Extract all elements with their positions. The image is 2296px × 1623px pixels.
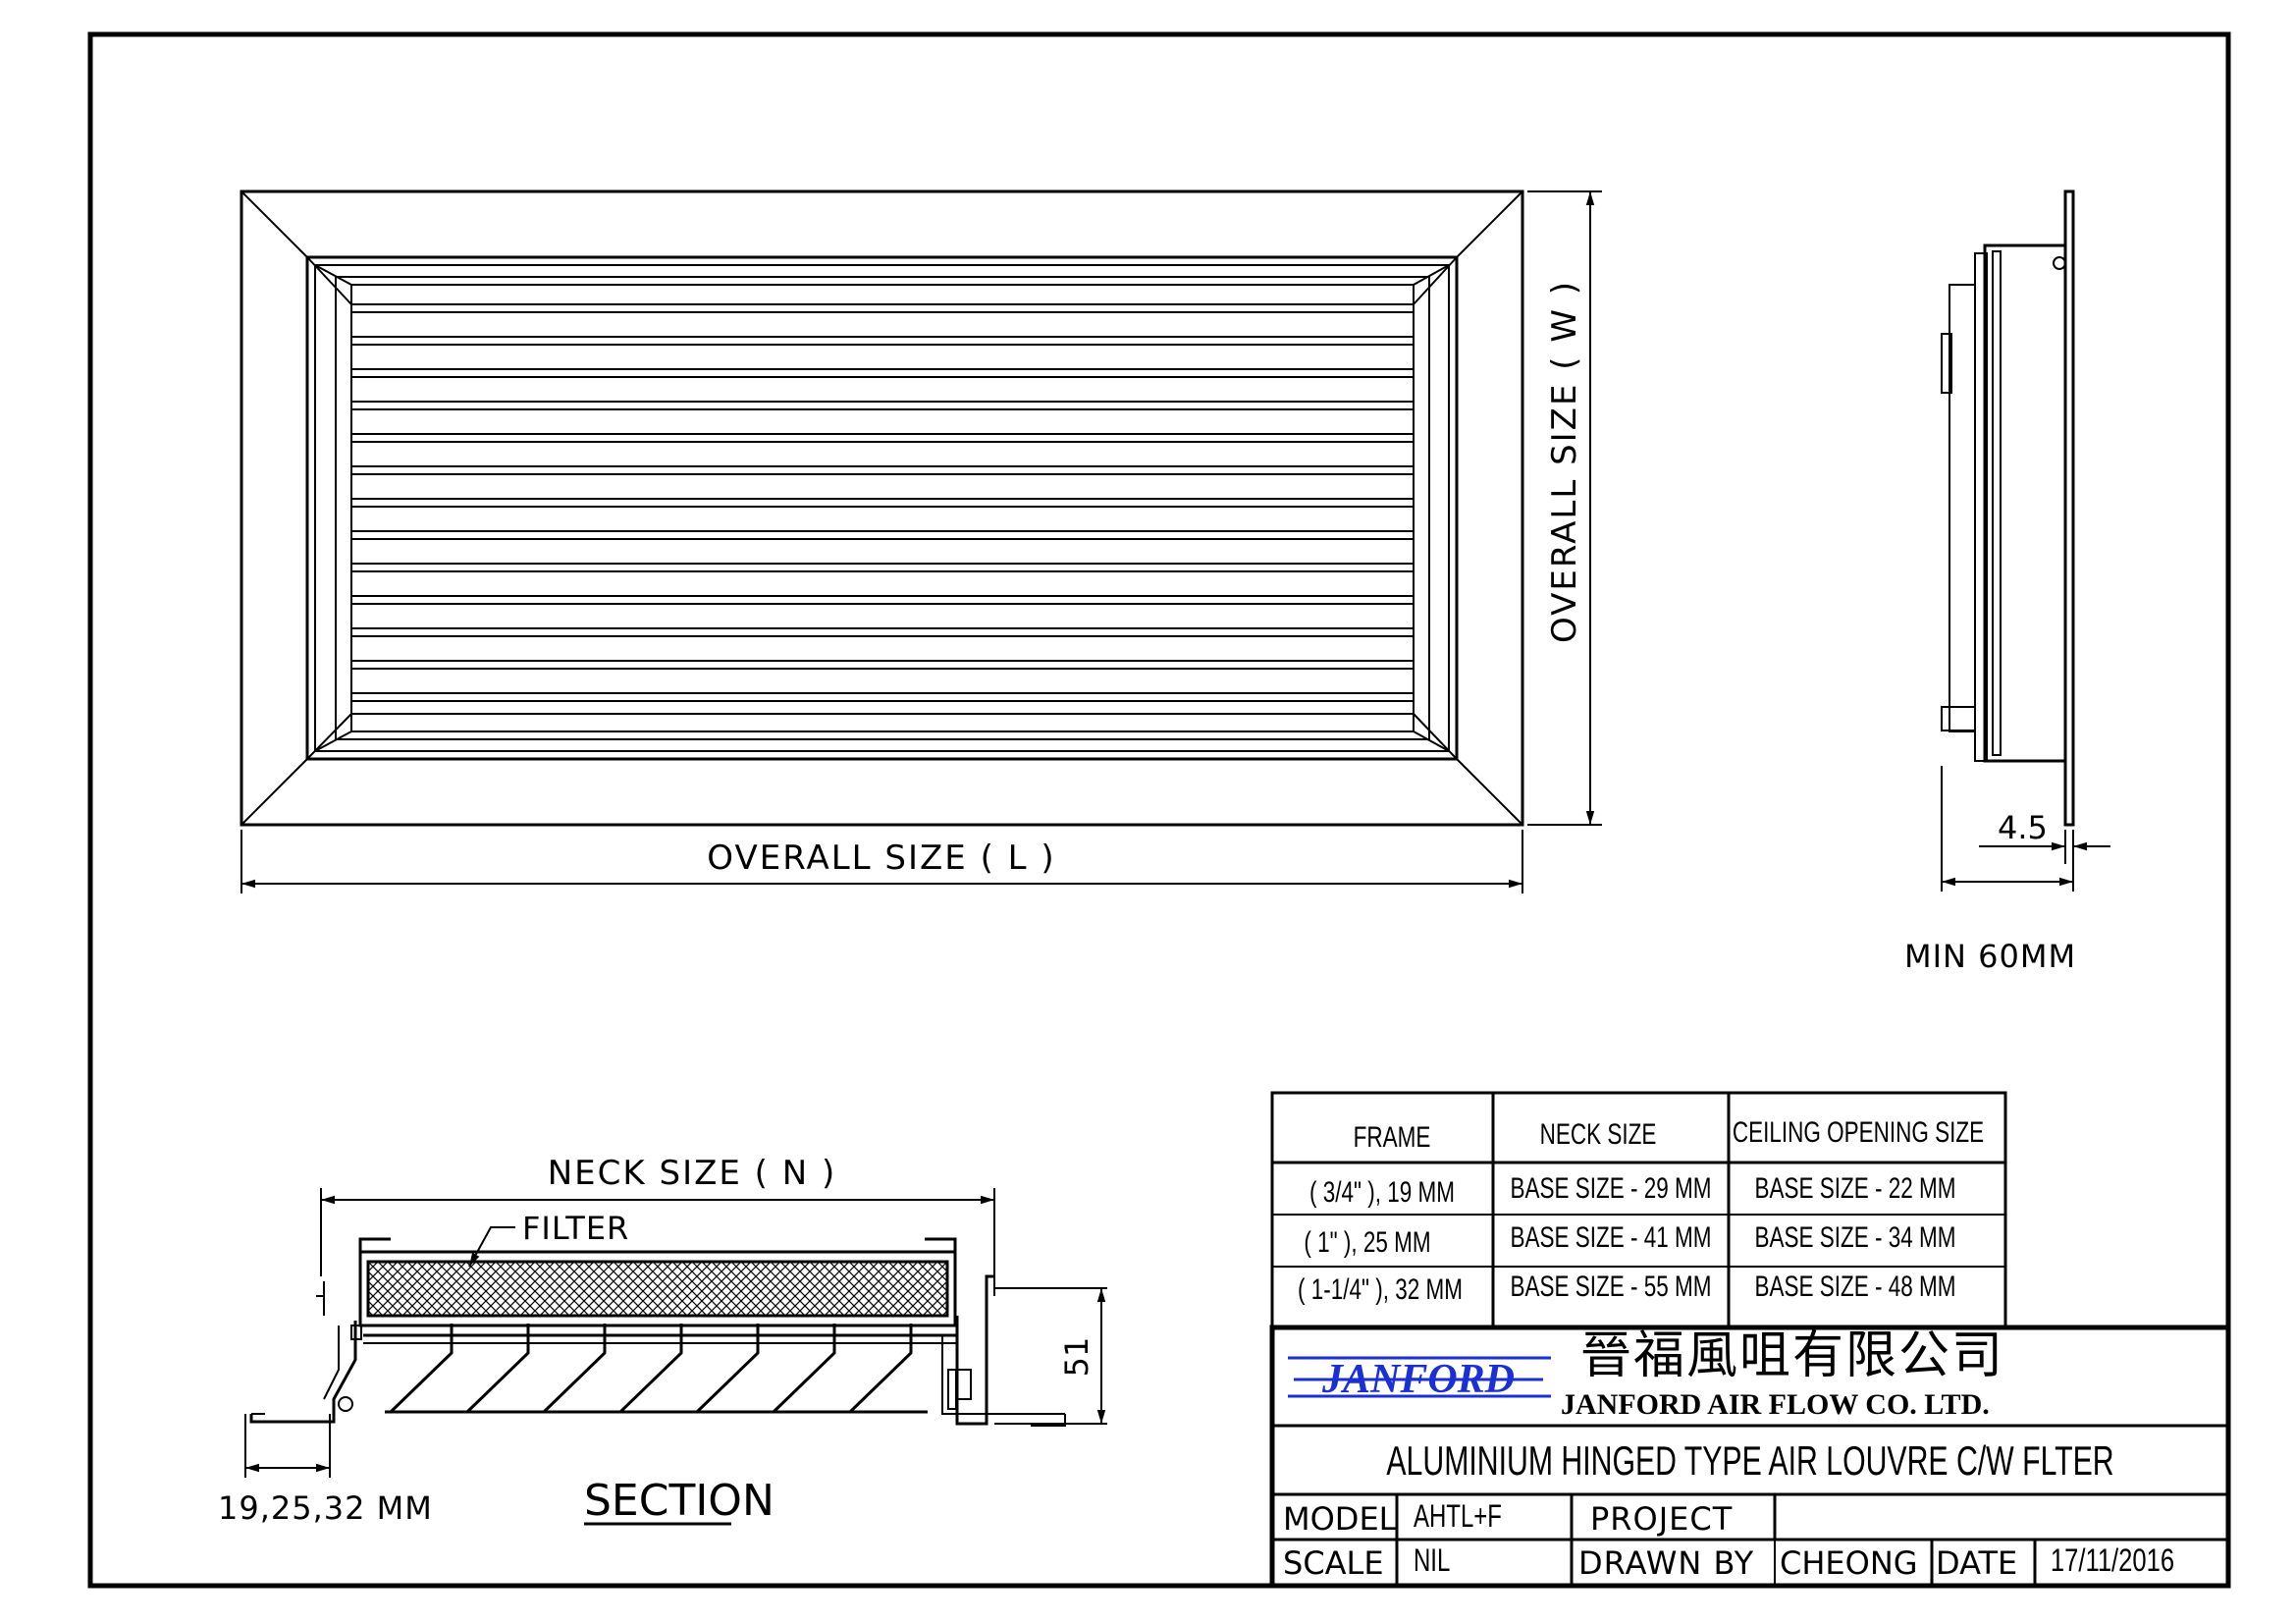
drawing-title: ALUMINIUM HINGED TYPE AIR LOUVRE C/W FLT… [1386,1437,2113,1484]
section-view: NECK SIZE ( N ) FILTER [218,1154,1107,1527]
neck-size-label: NECK SIZE ( N ) [548,1154,837,1193]
date-label: DATE [1936,1544,2017,1582]
drawn-by-label: DRAWN BY [1578,1544,1754,1582]
table-header-neck: NECK SIZE [1540,1117,1657,1151]
title-block: JANFORD 晉福風咀有限公司 JANFORD AIR FLOW CO. LT… [1269,1325,2231,1589]
company-english-name: JANFORD AIR FLOW CO. LTD. [1561,1388,1990,1421]
min-depth-note: MIN 60MM [1904,938,2076,975]
table-cell: BASE SIZE - 22 MM [1755,1171,1956,1205]
frame-size-dim: 19,25,32 MM [218,1489,433,1527]
louvre-core [350,284,1415,732]
model-label: MODEL [1283,1500,1397,1538]
table-header-frame: FRAME [1354,1120,1431,1154]
filter-element [366,1260,949,1318]
table-cell: BASE SIZE - 55 MM [1511,1270,1712,1303]
scale-label: SCALE [1283,1544,1384,1582]
date-value: 17/11/2016 [2051,1543,2174,1578]
side-dimension-value: 4.5 [1998,809,2048,846]
drawn-by-value: CHEONG [1780,1544,1918,1582]
section-title: SECTION [584,1476,774,1526]
table-cell: BASE SIZE - 41 MM [1511,1220,1712,1254]
sheet-border [87,31,2231,1589]
front-view: OVERALL SIZE ( L ) OVERALL SIZE ( W ) [240,189,1602,893]
width-dimension: OVERALL SIZE ( W ) [1527,190,1602,826]
section-height-dim: 51 [1058,1337,1095,1378]
janford-logo: JANFORD [1288,1356,1551,1402]
front-inner-frame [305,255,1459,761]
company-chinese-name: 晉福風咀有限公司 [1580,1326,2004,1385]
filter-label: FILTER [522,1210,629,1247]
louvre-blades [351,303,1414,715]
model-value: AHTL+F [1414,1498,1502,1534]
overall-length-label: OVERALL SIZE ( L ) [707,839,1055,878]
front-outer-frame [240,189,1524,827]
table-cell: ( 1-1/4" ), 32 MM [1298,1272,1463,1306]
table-cell: BASE SIZE - 34 MM [1755,1220,1956,1254]
side-view: 4.5 MIN 60MM [1904,189,2110,975]
length-dimension: OVERALL SIZE ( L ) [240,830,1523,893]
section-blades [385,1324,928,1414]
table-cell: BASE SIZE - 29 MM [1511,1171,1712,1205]
table-header-ceiling: CEILING OPENING SIZE [1733,1115,1984,1149]
table-cell: ( 3/4" ), 19 MM [1309,1175,1455,1209]
size-table: FRAME NECK SIZE CEILING OPENING SIZE ( 3… [1270,1091,2007,1329]
scale-value: NIL [1414,1542,1450,1578]
table-cell: BASE SIZE - 48 MM [1755,1270,1956,1303]
table-cell: ( 1" ), 25 MM [1304,1225,1430,1259]
project-label: PROJECT [1590,1500,1733,1538]
overall-width-label: OVERALL SIZE ( W ) [1545,280,1584,643]
